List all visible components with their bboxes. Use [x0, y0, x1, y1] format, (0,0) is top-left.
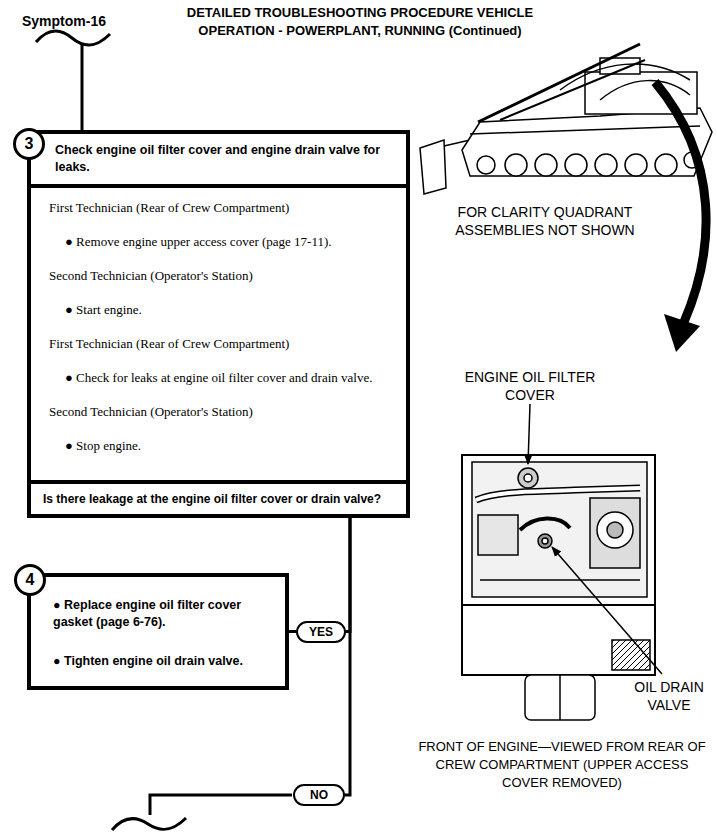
- leader-line: [552, 547, 662, 674]
- step-number: 3: [16, 131, 42, 157]
- technician-heading: First Technician (Rear of Crew Compartme…: [49, 200, 396, 216]
- break-symbol: [36, 31, 110, 45]
- flow-connector: [289, 630, 296, 633]
- flow-line: [150, 795, 292, 815]
- view-arrow: [655, 82, 706, 322]
- engine-drawing: [462, 455, 655, 720]
- procedure-step: ● Check for leaks at engine oil filter c…: [65, 370, 396, 386]
- flow-line: [81, 44, 84, 130]
- step-number: 4: [17, 567, 43, 593]
- part-label: OIL DRAIN VALVE: [626, 678, 712, 714]
- oil-filter-cover: [518, 468, 538, 488]
- symptom-label: Symptom-16: [22, 12, 142, 30]
- procedure-step: ● Stop engine.: [65, 438, 396, 454]
- step-number-circle: 3: [13, 128, 45, 160]
- flow-connector: [345, 518, 350, 795]
- yes-oval: YES: [296, 621, 346, 643]
- box-text: ● Tighten engine oil drain valve.: [53, 653, 275, 670]
- oil-drain-valve: [538, 534, 552, 548]
- view-caption: FRONT OF ENGINE—VIEWED FROM REAR OF CREW…: [414, 738, 710, 792]
- decision-box: Is there leakage at the engine oil filte…: [27, 480, 410, 518]
- vehicle-drawing: [420, 44, 712, 194]
- procedure-step: ● Start engine.: [65, 302, 396, 318]
- branch-label: YES: [298, 623, 344, 641]
- view-arrow-head: [664, 314, 700, 352]
- action-box: ● Replace engine oil filter cover gasket…: [27, 573, 289, 690]
- step-number-circle: 4: [14, 564, 46, 596]
- box-text: ● Replace engine oil filter cover gasket…: [53, 597, 275, 631]
- part-label: ENGINE OIL FILTER COVER: [455, 368, 605, 404]
- box-text: Is there leakage at the engine oil filte…: [43, 491, 396, 507]
- technician-heading: Second Technician (Operator's Station): [49, 268, 396, 284]
- technician-heading: Second Technician (Operator's Station): [49, 404, 396, 420]
- page-title: DETAILED TROUBLESHOOTING PROCEDURE VEHIC…: [185, 4, 535, 40]
- procedure-step: ● Remove engine upper access cover (page…: [65, 234, 396, 250]
- no-oval: NO: [293, 784, 345, 806]
- note-label: FOR CLARITY QUADRANT ASSEMBLIES NOT SHOW…: [450, 203, 640, 239]
- leader-line: [528, 404, 530, 464]
- step-heading-box: Check engine oil filter cover and engine…: [27, 130, 410, 188]
- procedure-box: First Technician (Rear of Crew Compartme…: [27, 188, 410, 480]
- box-text: Check engine oil filter cover and engine…: [55, 142, 396, 176]
- technician-heading: First Technician (Rear of Crew Compartme…: [49, 336, 396, 352]
- break-symbol: [112, 818, 186, 830]
- branch-label: NO: [295, 786, 343, 804]
